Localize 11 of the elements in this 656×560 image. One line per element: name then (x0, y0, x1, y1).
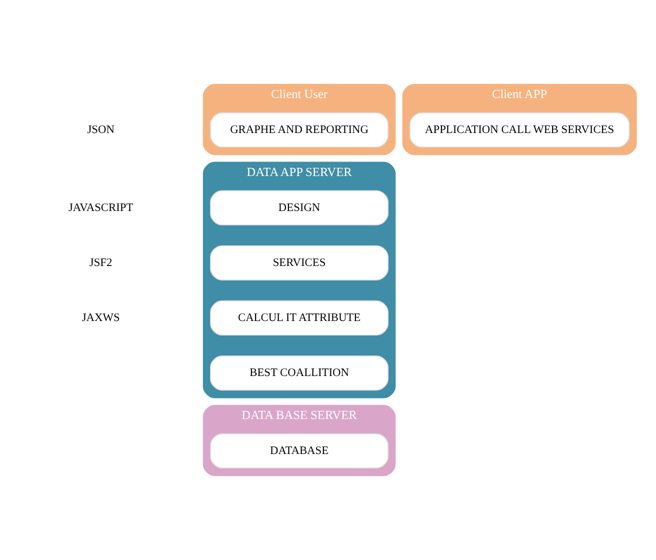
node-box: DESIGN (210, 190, 389, 226)
label: JAVASCRIPT (68, 202, 134, 214)
node-box: SERVICES (210, 245, 389, 280)
label: JSF2 (89, 256, 112, 269)
node-box: CALCUL IT ATTRIBUTE (210, 300, 389, 336)
node-box: BEST COALLITION (210, 355, 389, 391)
node-box: GRAPHE AND REPORTING (210, 112, 389, 148)
node-box: APPLICATION CALL WEB SERVICES (409, 112, 630, 148)
label: JSON (87, 124, 114, 136)
node-box: DATABASE (210, 433, 389, 468)
label: JAXWS (82, 312, 120, 324)
